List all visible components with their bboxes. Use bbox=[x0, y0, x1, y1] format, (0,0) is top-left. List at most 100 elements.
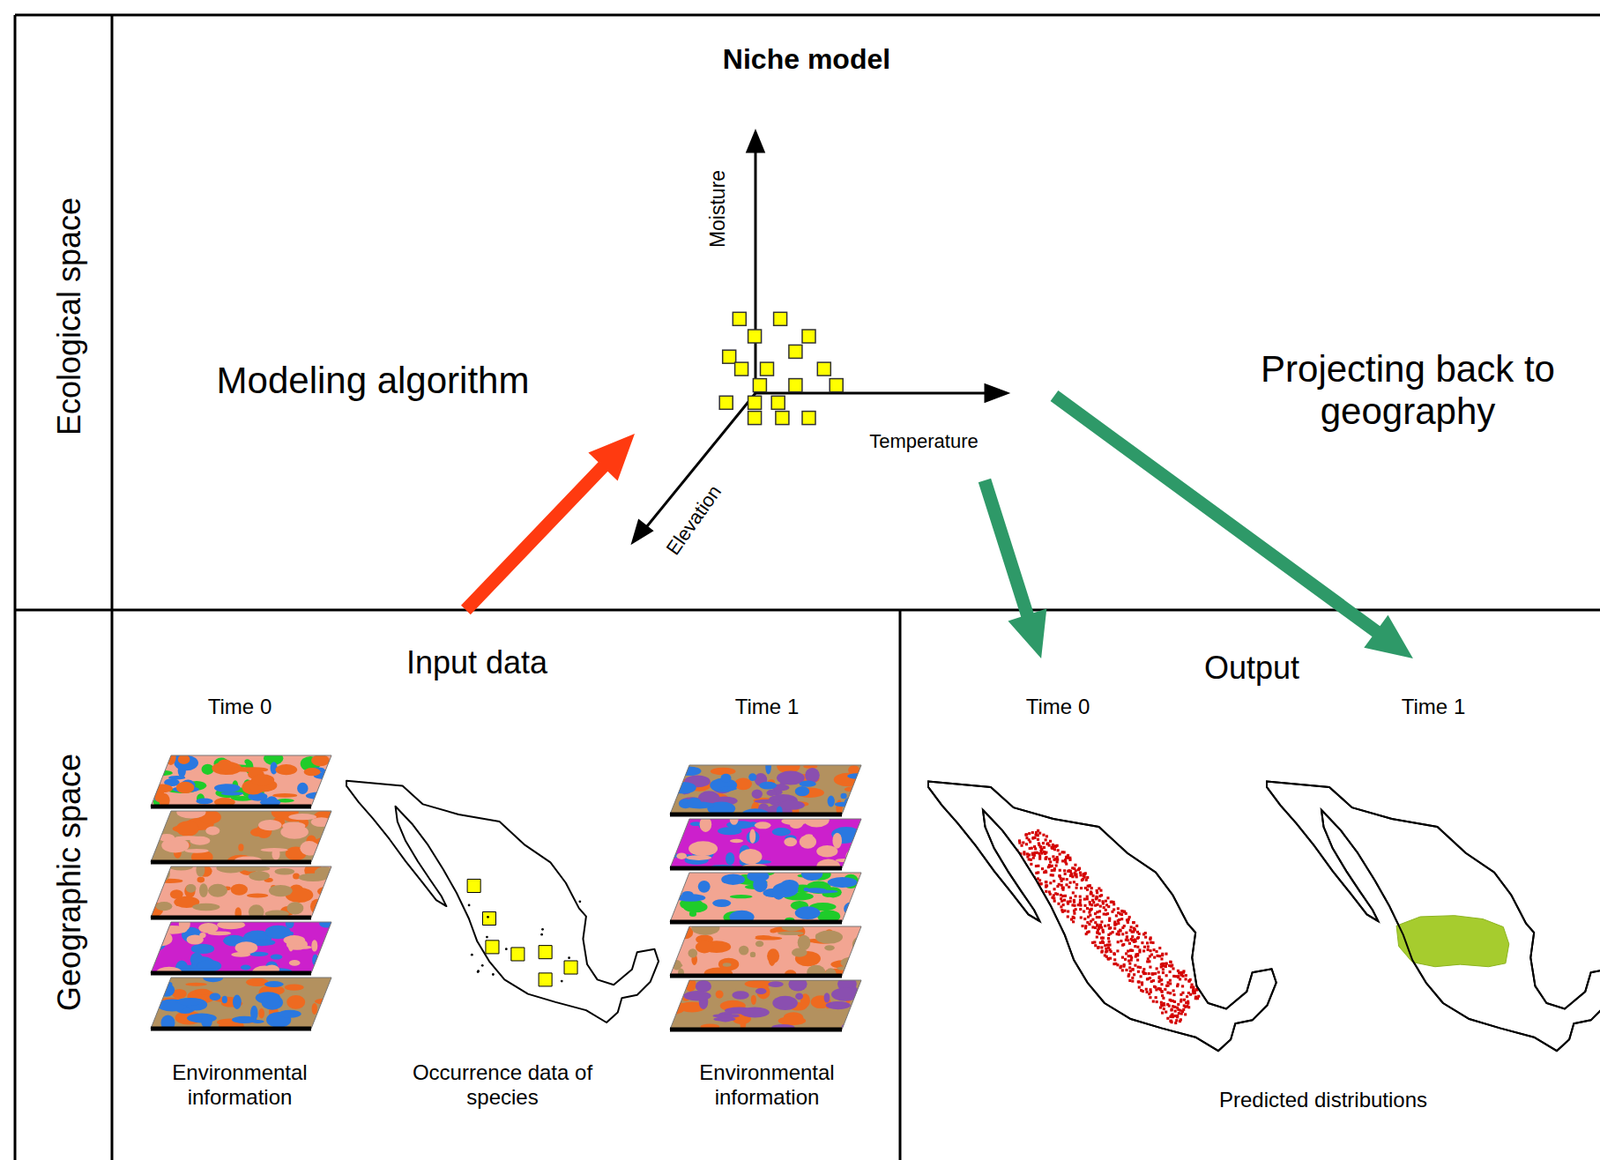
shape bbox=[827, 877, 858, 888]
shape bbox=[1140, 981, 1144, 984]
mexico-map bbox=[928, 781, 1277, 1051]
shape bbox=[280, 825, 309, 840]
shape bbox=[1110, 910, 1114, 914]
shape bbox=[832, 833, 842, 849]
shape bbox=[1036, 829, 1040, 833]
shape bbox=[669, 781, 697, 795]
shape bbox=[157, 925, 188, 935]
shape bbox=[1137, 936, 1140, 939]
shape bbox=[1083, 898, 1087, 901]
shape bbox=[1036, 838, 1040, 841]
shape bbox=[1121, 926, 1124, 930]
occurrence-point bbox=[748, 411, 762, 425]
shape bbox=[833, 773, 864, 788]
shape bbox=[1131, 976, 1134, 980]
shape bbox=[1160, 982, 1163, 986]
shape bbox=[1114, 962, 1117, 966]
shape bbox=[1124, 938, 1128, 942]
shape bbox=[1036, 870, 1040, 874]
shape bbox=[1158, 946, 1161, 950]
occurrence-point bbox=[538, 973, 552, 987]
shape bbox=[1055, 863, 1058, 867]
shape bbox=[1019, 866, 1023, 870]
shape bbox=[1044, 838, 1048, 841]
shape bbox=[1189, 978, 1192, 982]
shape bbox=[1115, 914, 1118, 917]
shape bbox=[1170, 1008, 1174, 1012]
shape bbox=[1099, 889, 1102, 893]
shape bbox=[1101, 949, 1104, 953]
shape bbox=[1156, 954, 1160, 958]
shape bbox=[1025, 842, 1028, 846]
shape bbox=[1075, 883, 1079, 886]
shape bbox=[156, 901, 173, 911]
shape bbox=[1049, 864, 1052, 868]
shape bbox=[1026, 852, 1029, 856]
shape bbox=[751, 788, 763, 799]
shape bbox=[578, 900, 581, 903]
shape bbox=[346, 781, 659, 1023]
shape bbox=[1173, 1000, 1176, 1004]
shape bbox=[1130, 949, 1133, 953]
shape bbox=[196, 960, 222, 973]
shape bbox=[1160, 963, 1163, 967]
shape bbox=[1086, 907, 1089, 910]
shape bbox=[1113, 952, 1117, 956]
shape bbox=[1063, 899, 1066, 902]
shape bbox=[754, 799, 781, 804]
shape bbox=[1120, 909, 1124, 913]
shape bbox=[1154, 988, 1158, 991]
shape bbox=[1064, 858, 1067, 862]
shape bbox=[1131, 968, 1135, 972]
shape bbox=[1051, 843, 1055, 847]
shape bbox=[1136, 959, 1139, 962]
shape bbox=[729, 839, 744, 843]
shape bbox=[1045, 884, 1049, 887]
shape bbox=[1124, 931, 1128, 935]
shape bbox=[1079, 886, 1083, 890]
shape bbox=[845, 851, 853, 864]
shape bbox=[505, 947, 508, 951]
shape bbox=[928, 781, 1277, 1051]
shape bbox=[567, 956, 571, 960]
shape bbox=[1168, 991, 1172, 995]
niche-model-area: Niche model bbox=[634, 35, 1055, 481]
shape bbox=[1075, 875, 1079, 879]
shape bbox=[1147, 960, 1151, 963]
caption-label: Occurrence data of species bbox=[401, 1060, 604, 1109]
panel-title: Input data bbox=[406, 644, 548, 681]
shape bbox=[1104, 950, 1108, 953]
shape bbox=[1089, 920, 1093, 923]
shape bbox=[1088, 914, 1092, 917]
shape bbox=[1098, 915, 1102, 919]
shape bbox=[1053, 900, 1057, 903]
occurrence-point bbox=[752, 379, 767, 393]
shape bbox=[192, 903, 220, 911]
shape bbox=[244, 863, 258, 871]
shape bbox=[1115, 922, 1118, 926]
shape bbox=[781, 922, 804, 931]
shape bbox=[1107, 958, 1110, 961]
env-layer bbox=[144, 861, 335, 920]
shape bbox=[1079, 895, 1082, 899]
shape bbox=[1158, 975, 1161, 979]
shape bbox=[1033, 854, 1036, 857]
shape bbox=[199, 883, 209, 898]
mexico-maps bbox=[346, 781, 1600, 1051]
shape bbox=[1116, 930, 1120, 933]
shape bbox=[1131, 980, 1134, 983]
shape bbox=[170, 889, 184, 900]
shape bbox=[312, 954, 319, 967]
shape bbox=[688, 948, 699, 958]
shape bbox=[1052, 893, 1056, 897]
shape bbox=[1169, 965, 1173, 968]
axis-label: Temperature bbox=[869, 430, 979, 453]
shape bbox=[778, 800, 804, 811]
shape bbox=[283, 935, 306, 946]
shape bbox=[1100, 945, 1103, 949]
shape bbox=[1086, 876, 1089, 879]
shape bbox=[1049, 881, 1052, 885]
shape bbox=[208, 930, 231, 936]
shape bbox=[195, 863, 205, 878]
